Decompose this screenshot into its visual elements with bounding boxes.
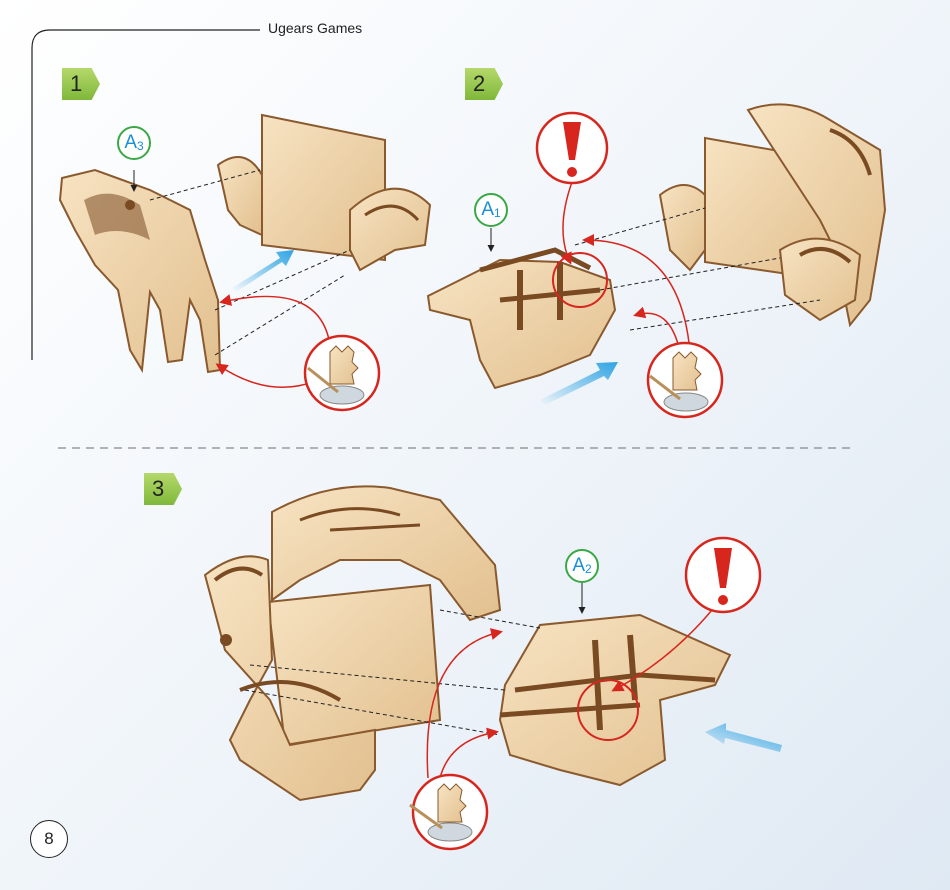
step3-frame-assembly <box>205 486 500 800</box>
warning-exclamation-icon <box>537 113 607 183</box>
glue-pot-icon <box>410 775 487 849</box>
glue-pot-icon <box>305 336 379 410</box>
part-label-number: 1 <box>494 206 501 220</box>
part-label-letter: A <box>572 555 585 577</box>
part-label-letter: A <box>124 132 137 154</box>
header-title: Ugears Games <box>268 20 362 36</box>
blue-direction-arrow-icon <box>232 250 294 292</box>
part-label-number: 3 <box>137 139 144 153</box>
step1-frame-assembly <box>218 115 430 270</box>
warning-exclamation-icon <box>686 538 760 612</box>
step3-seat-assembly <box>500 615 730 785</box>
step2-seat-assembly <box>428 250 615 388</box>
page-number: 8 <box>30 820 68 858</box>
step2-frame-assembly <box>660 104 885 325</box>
step1-side-panel <box>60 170 220 372</box>
glue-pot-icon <box>648 343 722 417</box>
part-label-letter: A <box>481 199 494 221</box>
blue-direction-arrow-icon <box>705 723 782 752</box>
part-label-number: 2 <box>585 562 592 576</box>
